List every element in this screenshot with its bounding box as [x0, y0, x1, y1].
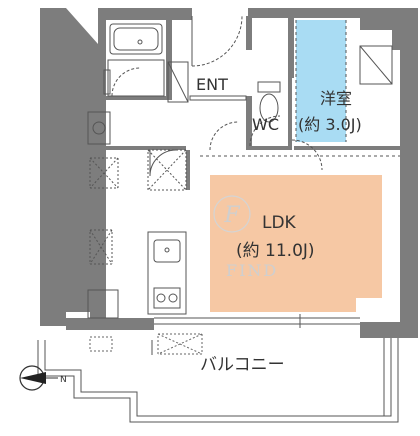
drain-icon	[89, 336, 113, 352]
entrance-label: ENT	[196, 75, 228, 94]
stove-icon	[153, 287, 181, 309]
western-room-name: 洋室	[320, 89, 352, 108]
ldk-room-fill	[210, 175, 382, 312]
washing-machine	[89, 157, 119, 189]
compass-icon: N	[19, 365, 67, 391]
bath-door-icon	[111, 67, 141, 97]
closet	[359, 45, 393, 85]
western-room-area: (約 3.0J)	[298, 115, 362, 134]
western-room-fill	[296, 20, 346, 142]
watermark-monogram: F	[223, 203, 240, 228]
ldk-area: (約 11.0J)	[236, 241, 315, 261]
ldk-name: LDK	[262, 213, 297, 233]
compass-label: N	[60, 375, 67, 385]
bathtub	[109, 23, 163, 55]
toilet-label: WC	[252, 115, 279, 134]
western-door-icon	[291, 139, 323, 171]
toilet-fixture	[257, 81, 281, 123]
storage-lower	[87, 289, 119, 319]
entrance-step	[189, 95, 247, 101]
watermark: F FIND	[213, 195, 278, 280]
kitchen-cabinet	[147, 149, 187, 191]
washbasin	[87, 111, 111, 145]
entrance-door-icon	[191, 15, 243, 67]
shower-area	[103, 59, 165, 97]
shoe-cabinet	[167, 61, 189, 103]
watermark-brand: FIND	[226, 261, 278, 280]
balcony-label: バルコニー	[200, 355, 285, 375]
wc-door-icon	[249, 115, 281, 147]
kitchen-counter	[147, 231, 187, 315]
balcony-window	[154, 314, 360, 328]
fridge-space	[89, 229, 113, 265]
outdoor-unit	[157, 333, 203, 355]
kitchen-sink	[153, 239, 181, 263]
